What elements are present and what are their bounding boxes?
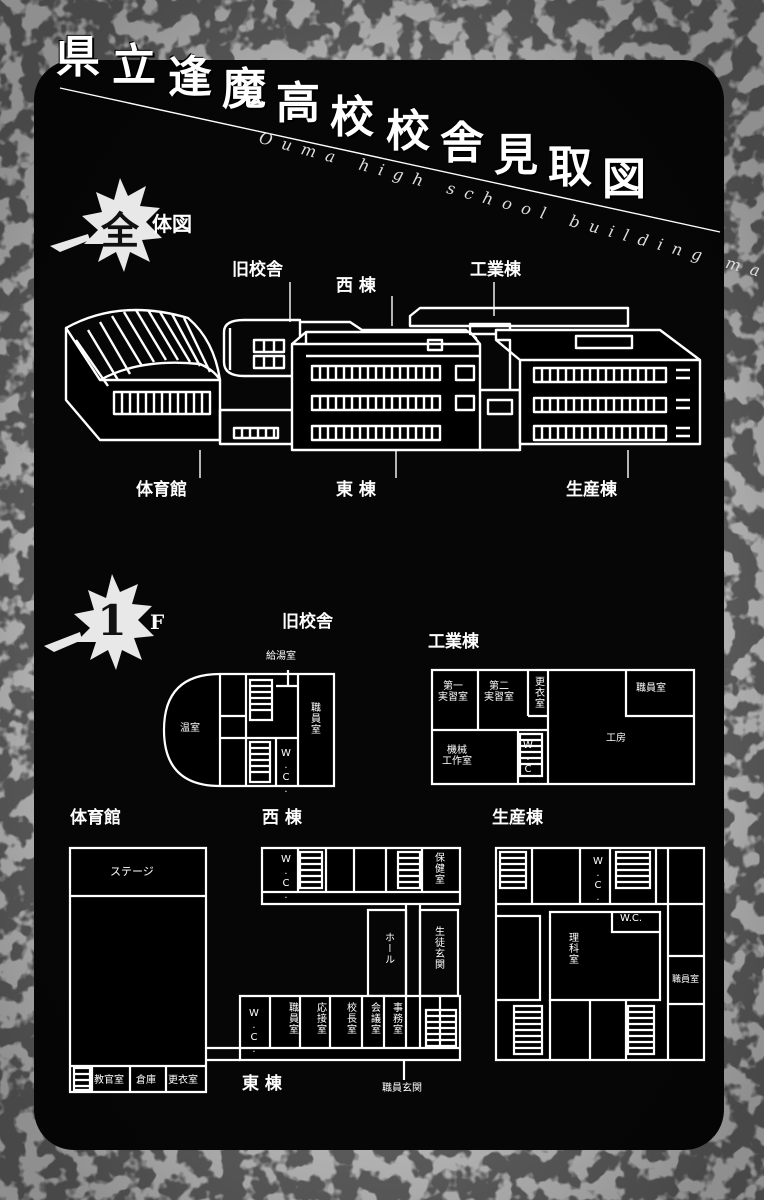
overview-label-east-building: 東 棟 <box>336 480 376 500</box>
overview-mark: 全 <box>100 208 139 253</box>
title-char: 県 <box>56 32 100 83</box>
room-wc-east: W.C. <box>248 1008 260 1056</box>
overview-drawing <box>64 282 702 478</box>
overview-label-gym: 体育館 <box>136 480 187 500</box>
room-stage: ステージ <box>110 865 154 878</box>
room-koui-ind: 更衣室 <box>532 676 544 709</box>
floor-label-old-building: 旧校舎 <box>282 612 333 632</box>
ink-splat-overview <box>50 178 162 272</box>
room-hall: ホール <box>382 932 394 965</box>
room-kocho: 校長室 <box>344 1002 356 1035</box>
ink-splat-1f <box>44 574 154 670</box>
floor-label-east-building: 東 棟 <box>242 1074 282 1094</box>
room-shokuin-prod: 職員室 <box>672 975 700 985</box>
title-char: 舎 <box>440 118 484 169</box>
room-kyukan: 教官室 <box>94 1075 124 1086</box>
title-char: 立 <box>112 40 156 91</box>
room-kikai: 機械 工作室 <box>442 745 472 767</box>
room-shokuin-east: 職員室 <box>286 1002 298 1035</box>
room-shokuin-genkan: 職員玄関 <box>382 1083 422 1094</box>
floor-label-industrial-building: 工業棟 <box>428 632 479 652</box>
overview-label-old-building: 旧校舎 <box>232 260 283 280</box>
floor-1-mark: 1 <box>97 596 127 645</box>
title-char: 高 <box>276 78 320 129</box>
title-char: 逢 <box>168 52 212 103</box>
room-kobo: 工房 <box>606 733 626 744</box>
overview-heading: 体図 <box>152 212 192 236</box>
room-kaigi: 会議室 <box>368 1002 380 1035</box>
title-char: 魔 <box>222 64 266 115</box>
title-char: 校 <box>386 106 430 157</box>
room-onshitsu: 温室 <box>180 723 200 734</box>
floor-label-production-building: 生産棟 <box>492 808 543 828</box>
room-wc-prod-2: W.C. <box>620 913 643 924</box>
room-kyuto: 給湯室 <box>266 651 296 662</box>
overview-label-production-building: 生産棟 <box>566 480 617 500</box>
room-rika: 理科室 <box>566 932 578 965</box>
overview-label-industrial-building: 工業棟 <box>470 260 521 280</box>
room-dai1: 第一 実習室 <box>438 681 468 703</box>
floor-label-west-building: 西 棟 <box>262 808 302 828</box>
room-shokuin-ind: 職員室 <box>636 683 666 694</box>
room-dai2: 第二 実習室 <box>484 681 514 703</box>
room-soko: 倉庫 <box>136 1075 156 1086</box>
room-hoken: 保健室 <box>432 852 444 885</box>
title-char: 校 <box>330 92 374 143</box>
title-char: 見 <box>494 130 538 181</box>
title-underline <box>59 87 721 233</box>
overview-label-west-building: 西 棟 <box>336 276 376 296</box>
room-wc-west: W.C. <box>280 854 292 902</box>
room-jimu: 事務室 <box>390 1002 402 1035</box>
room-osetsu: 応接室 <box>314 1002 326 1035</box>
room-shokuin-old: 職員室 <box>308 702 320 735</box>
room-seito-genkan: 生徒玄関 <box>432 926 444 970</box>
room-wc-old: W.C. <box>280 748 292 796</box>
floor-label-gym: 体育館 <box>70 808 121 828</box>
room-wc-prod: W.C. <box>592 856 604 904</box>
title-char: 図 <box>602 154 646 205</box>
floor-1-heading: F <box>150 610 165 634</box>
room-wc-ind: W.C. <box>522 740 534 788</box>
room-koui-gym: 更衣室 <box>168 1075 198 1086</box>
title-char: 取 <box>548 142 592 193</box>
